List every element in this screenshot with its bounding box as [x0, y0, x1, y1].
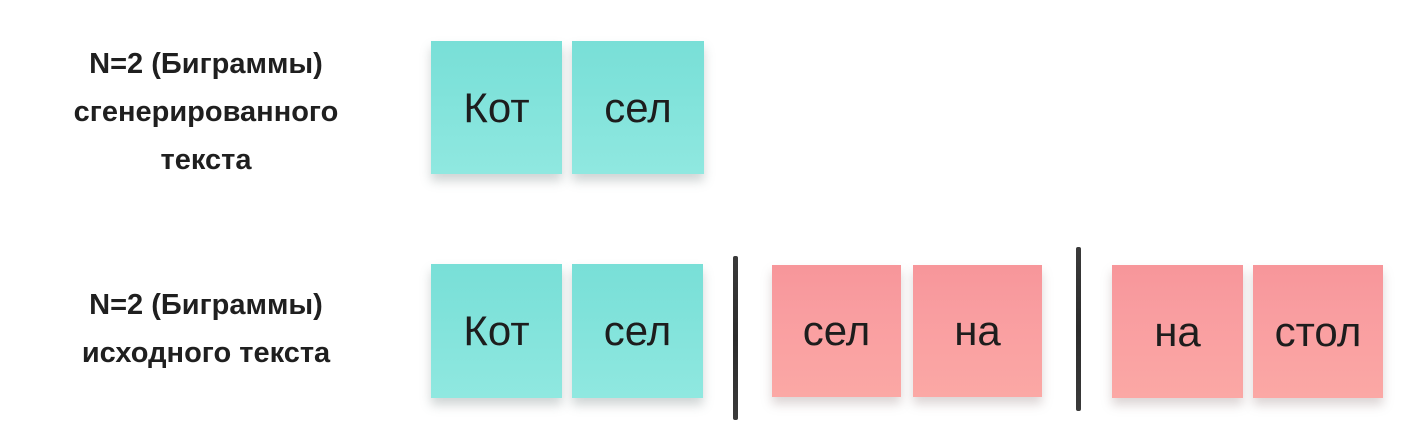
source-bigram-box: на [1112, 265, 1243, 398]
label-line: N=2 (Биграммы) [89, 48, 323, 80]
bigram-word: на [954, 307, 1001, 354]
bigram-word: стол [1274, 307, 1362, 355]
source-bigram-box: сел [572, 264, 703, 398]
bigram-word: Кот [463, 83, 530, 131]
generated-bigram-box: Кот [431, 41, 562, 174]
label-line: текста [160, 144, 252, 176]
label-line: сгенерированного [73, 96, 339, 128]
source-bigram-box: Кот [431, 264, 562, 398]
source-bigram-box: сел [772, 265, 901, 397]
source-bigram-box: на [913, 265, 1042, 397]
bigram-separator [1076, 247, 1081, 411]
source-text-label: N=2 (Биграммы) исходного текста [8, 281, 404, 377]
bigram-word: Кот [463, 307, 530, 354]
generated-text-label: N=2 (Биграммы) сгенерированного текста [8, 40, 404, 184]
bigram-word: сел [604, 83, 672, 131]
bigram-separator [733, 256, 738, 420]
bigram-word: сел [603, 307, 672, 354]
bigram-word: сел [802, 307, 871, 354]
label-line: исходного текста [81, 337, 331, 369]
label-line: N=2 (Биграммы) [89, 289, 323, 321]
source-bigram-box: стол [1253, 265, 1383, 398]
bigram-word: на [1154, 307, 1201, 355]
generated-bigram-box: сел [572, 41, 704, 174]
